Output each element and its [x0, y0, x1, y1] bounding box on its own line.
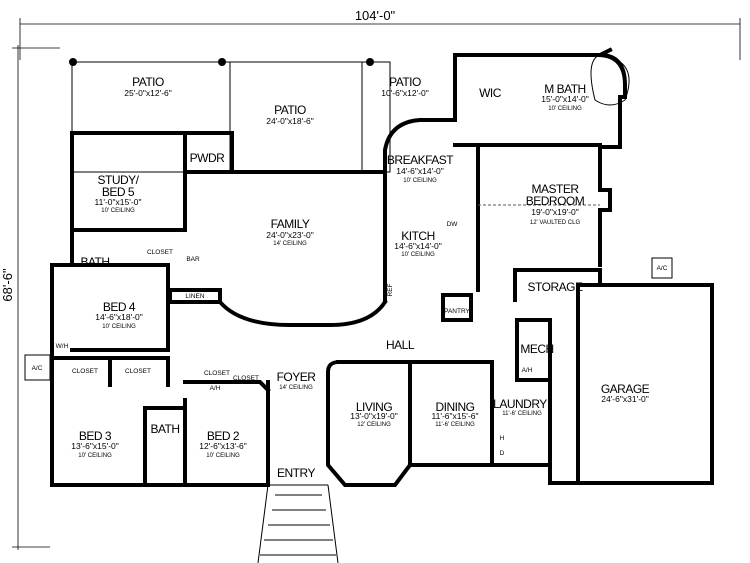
- kitchen-size: 14'-6"x14'-0": [394, 241, 442, 251]
- bed4-ceiling: 10' CEILING: [102, 324, 136, 330]
- dryer-label: D: [500, 450, 505, 457]
- bed3-ceiling: 10' CEILING: [78, 453, 112, 459]
- study-size: 11'-0"x15'-0": [95, 197, 142, 207]
- pwdr-label: PWDR: [190, 151, 225, 165]
- closet-bed4-label: CLOSET: [125, 368, 151, 375]
- patio-center-label: PATIO: [274, 103, 306, 117]
- patio-center-size: 24'-0"x18'-6": [266, 116, 314, 126]
- study-ceiling: 10' CEILING: [101, 208, 135, 214]
- entry-label: ENTRY: [277, 466, 315, 480]
- ah-hall-label: A/H: [210, 385, 221, 392]
- living-size: 13'-0"x19'-0": [350, 411, 398, 421]
- pantry-label: PANTRY: [444, 308, 470, 315]
- ac-unit-left: [24, 354, 51, 381]
- master-size: 19'-0"x19'-0": [531, 207, 579, 217]
- dining-ceiling: 11'-6' CEILING: [435, 422, 475, 428]
- entry-stairs: [257, 484, 339, 563]
- m-bath-size: 15'-0"x14'-0": [541, 94, 589, 104]
- closet-study-label: CLOSET: [147, 249, 173, 256]
- breakfast-label: BREAKFAST: [387, 153, 454, 167]
- closet-hall-label: CLOSET: [204, 370, 230, 377]
- bed2-ceiling: 10' CEILING: [206, 453, 240, 459]
- study-label-2: BED 5: [102, 185, 135, 199]
- tub-icon: [590, 54, 630, 106]
- patio-left-label: PATIO: [132, 75, 164, 89]
- dining-label: DINING: [436, 400, 475, 414]
- wic-label: WIC: [479, 86, 502, 100]
- ac-left-label: A/C: [32, 365, 43, 372]
- laundry-label: LAUNDRY: [493, 397, 547, 411]
- overall-depth-label: 68'-6": [0, 268, 15, 302]
- m-bath-ceiling: 10' CEILING: [548, 106, 582, 112]
- patio-right-label: PATIO: [389, 75, 421, 89]
- foyer-ceiling: 14' CEILING: [279, 385, 313, 391]
- master-ceiling: 12' VAULTED CLG: [530, 220, 581, 226]
- family-label: FAMILY: [271, 217, 310, 231]
- family-ceiling: 14' CEILING: [273, 241, 307, 247]
- storage-label: STORAGE: [528, 280, 583, 294]
- bed4-label: BED 4: [103, 300, 136, 314]
- kitchen-label: KITCH: [401, 229, 435, 243]
- ac-right-label: A/C: [657, 265, 668, 272]
- bed4-size: 14'-6"x18'-0": [95, 312, 143, 322]
- bed2-label: BED 2: [207, 429, 240, 443]
- patio-outlines: [69, 58, 391, 173]
- bath-lower-label: BATH: [150, 422, 179, 436]
- dining-size: 11'-6"x15'-6": [432, 411, 479, 421]
- bar-label: BAR: [186, 256, 200, 263]
- linen-label: LINEN: [185, 293, 204, 300]
- bath-upper-label: BATH: [80, 255, 109, 269]
- hall-label: HALL: [386, 338, 415, 352]
- master-label-2: BEDROOM: [526, 194, 585, 208]
- closet-bed3-label: CLOSET: [72, 368, 98, 375]
- room-labels: PATIO 25'-0"x12'-6" PATIO 24'-0"x18'-6" …: [32, 75, 668, 480]
- overall-width-label: 104'-0": [355, 8, 396, 23]
- breakfast-size: 14'-6"x14'-0": [396, 166, 444, 176]
- dishwasher-label: DW: [447, 221, 459, 228]
- mech-label: MECH: [520, 342, 553, 356]
- mech-ah-label: A/H: [522, 367, 533, 374]
- study-label-1: STUDY/: [97, 173, 139, 187]
- closet-bed2-label: CLOSET: [233, 375, 259, 382]
- foyer-label: FOYER: [277, 370, 317, 384]
- bed3-size: 13'-6"x15'-0": [71, 441, 119, 451]
- bed2-size: 12'-6"x13'-6": [199, 441, 247, 451]
- walls: [50, 47, 714, 487]
- master-label-1: MASTER: [531, 182, 579, 196]
- garage-size: 24'-6"x31'-0": [601, 394, 649, 404]
- bed3-label: BED 3: [79, 429, 112, 443]
- family-size: 24'-0"x23'-0": [266, 230, 314, 240]
- refrigerator-label: REF: [387, 283, 394, 296]
- laundry-ceiling: 11'-6' CEILING: [502, 411, 542, 417]
- dimension-lines: [12, 18, 741, 550]
- garage-label: GARAGE: [601, 382, 650, 396]
- washer-label: H: [500, 435, 505, 442]
- living-label: LIVING: [356, 400, 393, 414]
- patio-left-size: 25'-0"x12'-6": [124, 88, 172, 98]
- kitchen-ceiling: 10' CEILING: [401, 252, 435, 258]
- patio-right-size: 10'-6"x12'-0": [381, 88, 429, 98]
- m-bath-label: M BATH: [544, 82, 585, 96]
- ac-unit-right: [651, 257, 673, 279]
- breakfast-ceiling: 10' CEILING: [403, 178, 437, 184]
- living-ceiling: 12' CEILING: [357, 422, 391, 428]
- water-heater-label: W/H: [56, 343, 69, 350]
